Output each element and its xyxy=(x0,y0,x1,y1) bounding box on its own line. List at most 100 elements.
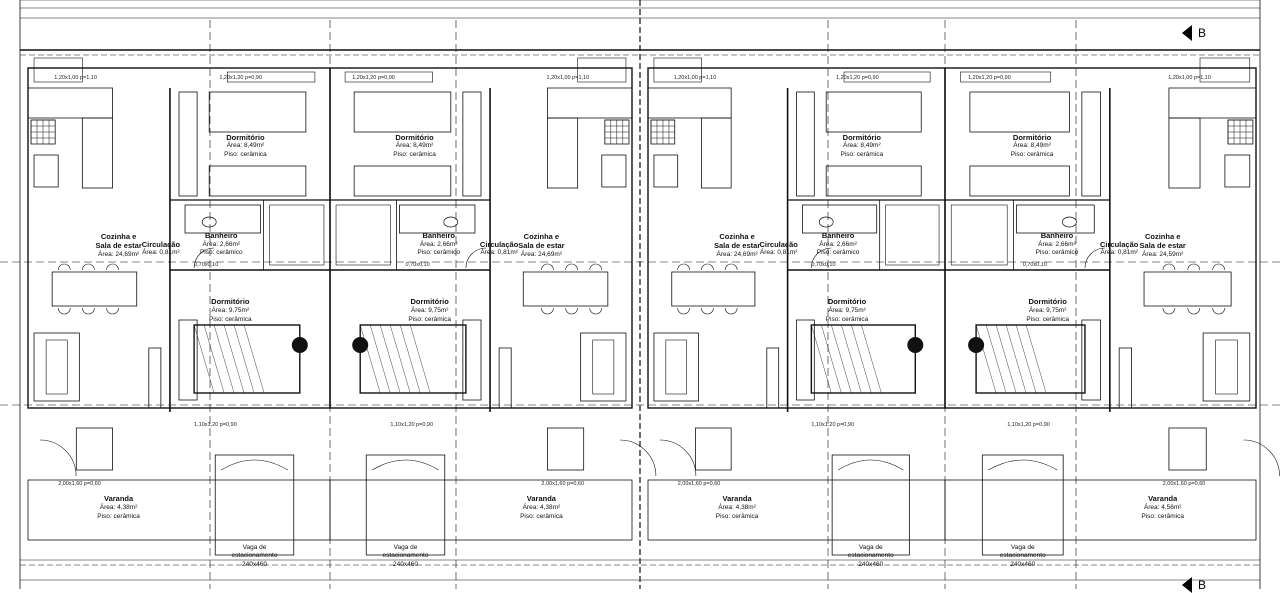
window-kitchen xyxy=(33,57,83,83)
kitchen-area-label: Área: 24,59m² xyxy=(1142,251,1184,258)
parking-name-label: Vaga de xyxy=(242,544,267,551)
bedroom-area-label: Área: 9,75m² xyxy=(828,307,866,314)
door-swing-arc xyxy=(619,439,657,477)
window-tag: 1,20x1,20 p=0,90 xyxy=(352,75,395,81)
bathroom-area-label: Área: 2,66m² xyxy=(202,241,241,248)
armchair xyxy=(75,427,113,471)
car-outline xyxy=(981,454,1064,556)
car-outline xyxy=(831,454,910,556)
parking-name-label: Vaga de xyxy=(393,544,418,551)
door-swing-arc xyxy=(1243,439,1280,477)
window-tag: 1,20x1,20 p=0,90 xyxy=(968,75,1011,81)
chair-arc xyxy=(1187,263,1201,271)
bed-hatch xyxy=(851,324,872,394)
bathroom-vanity xyxy=(1016,204,1095,234)
bathroom-area-label: Área: 2,66m² xyxy=(419,241,458,248)
chair-arc xyxy=(106,307,119,315)
door-swing-arc xyxy=(193,247,215,269)
shower-area xyxy=(335,204,391,266)
bedroom-floor-label: Piso: cerâmica xyxy=(1026,316,1069,323)
chair-arc xyxy=(57,263,71,271)
fridge xyxy=(33,154,59,188)
bedroom-area-label: Área: 9,75m² xyxy=(410,307,449,314)
bedroom-area-label: Área: 8,49m² xyxy=(1013,142,1051,149)
window-tag: 0,70x0,10 xyxy=(405,262,430,268)
chair-arc xyxy=(82,307,95,315)
bedroom-area-label: Área: 8,49m² xyxy=(843,142,881,149)
shower-area xyxy=(269,204,325,266)
bathroom-name-label: Banheiro xyxy=(821,231,855,240)
bed-hatch xyxy=(370,324,391,394)
wardrobe xyxy=(462,319,482,401)
kitchen-area-label: Área: 24,69m² xyxy=(716,251,758,258)
unit-outline xyxy=(329,67,633,409)
bathroom-vanity xyxy=(399,204,476,234)
window-tag: 1,20x1,00 p=1,10 xyxy=(673,75,717,81)
door-swing-arc xyxy=(811,247,832,269)
bedroom-floor-label: Piso: cerâmica xyxy=(408,316,451,323)
wardrobe xyxy=(1081,319,1101,401)
porch-name-label: Varanda xyxy=(104,494,134,503)
wardrobe xyxy=(796,91,815,197)
window-tag: 1,20x1,20 p=0,90 xyxy=(836,75,879,81)
bedroom-name-label: Dormitório xyxy=(226,133,265,142)
bed-hatch xyxy=(233,324,255,394)
plant-icon xyxy=(291,337,308,353)
bedroom-area-label: Área: 9,75m² xyxy=(211,307,250,314)
bathroom-vanity xyxy=(184,204,261,234)
chair-arc xyxy=(701,263,714,271)
double-bed xyxy=(975,324,1086,394)
bathroom-floor-label: Piso: cerâmico xyxy=(816,249,860,256)
porch-area xyxy=(647,479,946,541)
fridge xyxy=(653,154,679,188)
bed-hatch xyxy=(410,324,431,394)
dining-table xyxy=(671,271,756,307)
armchair xyxy=(1168,427,1207,471)
circulation-name-label: Circulação xyxy=(1099,240,1139,249)
bedroom-floor-label: Piso: cerâmica xyxy=(840,151,884,158)
sofa-cushion xyxy=(592,339,615,395)
bedroom-floor-label: Piso: cerâmica xyxy=(1010,151,1054,158)
parking-name-label: estacionamento xyxy=(231,552,278,559)
circulation-name-label: Circulação xyxy=(479,240,519,249)
kitchen-area-label: Área: 24,69m² xyxy=(520,251,562,258)
wardrobe xyxy=(796,319,815,401)
bathroom-floor-label: Piso: cerâmico xyxy=(199,249,243,256)
kitchen-counter xyxy=(1168,87,1257,119)
car-outline xyxy=(365,454,446,556)
toilet-icon xyxy=(201,216,217,228)
bed-hatch xyxy=(243,324,265,394)
window-bedroom xyxy=(344,71,433,83)
chair-arc xyxy=(677,263,690,271)
bed-hatch xyxy=(1005,324,1027,394)
bed-hatch xyxy=(861,324,882,394)
double-bed xyxy=(193,324,301,394)
kitchen-name-label: Cozinha e xyxy=(719,232,755,241)
bed-hatch xyxy=(360,324,381,394)
window-tag: 1,10x1,20 p=0,90 xyxy=(1007,422,1050,428)
double-bed xyxy=(810,324,916,394)
chair-arc xyxy=(677,307,690,315)
bed-hatch xyxy=(995,324,1017,394)
kitchen-counter xyxy=(27,87,113,119)
window-tag: 2,00x1,60 p=0,60 xyxy=(58,481,101,487)
bedroom-area-label: Área: 9,75m² xyxy=(1028,307,1067,314)
door-swing-arc xyxy=(1084,247,1105,269)
double-bed xyxy=(359,324,467,394)
chair-arc xyxy=(106,263,119,271)
window-tag: 0,70x0,10 xyxy=(194,262,219,268)
window-kitchen xyxy=(653,57,702,83)
porch-area xyxy=(27,479,331,541)
parking-name-label: estacionamento xyxy=(847,552,894,559)
porch-area-label: Área: 4,56m² xyxy=(1143,504,1182,511)
dining-table xyxy=(522,271,609,307)
bedroom-name-label: Dormitório xyxy=(1012,133,1052,142)
window-bedroom xyxy=(843,71,931,83)
bedroom-area-label: Área: 8,49m² xyxy=(395,142,434,149)
window-tag: 2,00x1,60 p=0,60 xyxy=(677,481,721,487)
window-tag: 1,20x1,00 p=1,10 xyxy=(1168,75,1211,81)
bed-hatch xyxy=(213,324,235,394)
bedroom-floor-label: Piso: cerâmica xyxy=(209,316,252,323)
chair-arc xyxy=(724,307,738,315)
